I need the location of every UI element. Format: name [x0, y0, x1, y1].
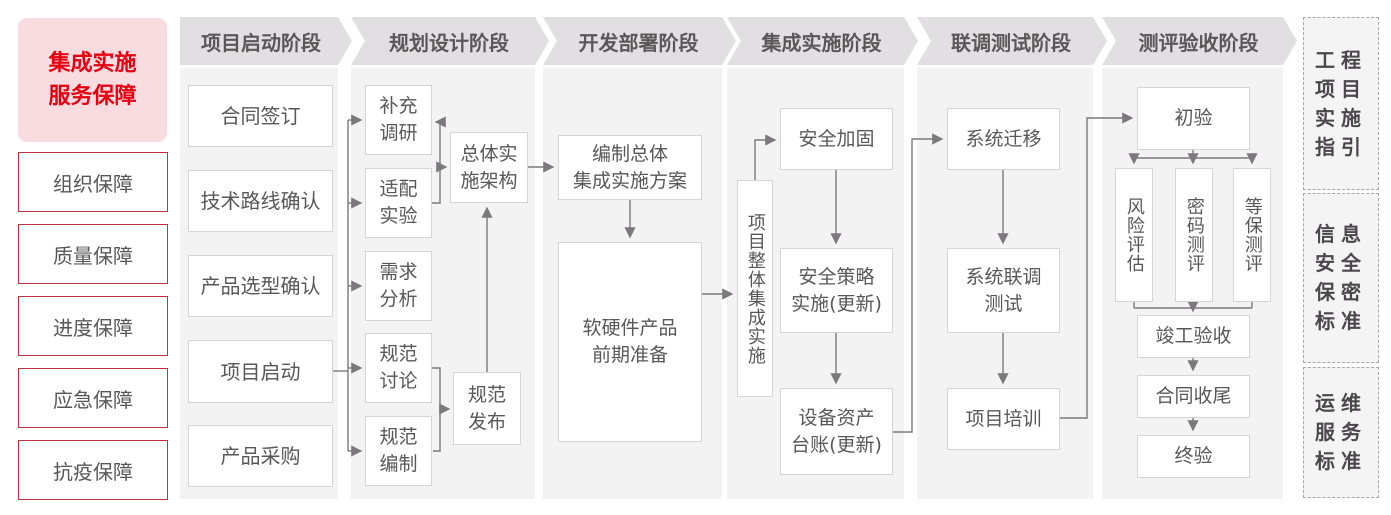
node-security-hardening: 安全加固 [780, 108, 893, 170]
node-requirement-analysis: 需求 分析 [365, 251, 432, 321]
phase-header-label: 联调测试阶段 [951, 30, 1071, 55]
sidebar-item-epidemic: 抗疫保障 [18, 440, 168, 500]
node-product-procurement: 产品采购 [188, 425, 333, 487]
node-completion-acceptance: 竣工验收 [1137, 315, 1250, 358]
node-contract-signing: 合同签订 [188, 85, 333, 147]
sidebar-item-quality: 质量保障 [18, 224, 168, 284]
phase-header-planning-design: 规划设计阶段 [351, 17, 549, 65]
phase-header-label: 集成实施阶段 [761, 30, 882, 55]
node-spec-release: 规范 发布 [453, 372, 521, 445]
phase-header-label: 测评验收阶段 [1138, 30, 1259, 55]
phase-header-joint-test: 联调测试阶段 [917, 17, 1107, 65]
node-overall-impl-architecture: 总体实 施架构 [450, 132, 528, 203]
sidebar-item-emergency: 应急保障 [18, 368, 168, 428]
node-product-selection-confirm: 产品选型确认 [188, 255, 333, 317]
standard-label: 运维服务标准 [1315, 391, 1367, 473]
phase-header-eval-acceptance: 测评验收阶段 [1102, 17, 1297, 65]
phase-header-label: 开发部署阶段 [578, 30, 699, 55]
standard-box-infosec-confidentiality: 信息安全保密标准 [1303, 193, 1379, 363]
phase-header-label: 规划设计阶段 [389, 30, 509, 55]
node-security-policy-impl: 安全策略 实施(更新) [780, 248, 893, 333]
phase-header-integration-impl: 集成实施阶段 [727, 17, 918, 65]
phase-header-project-kickoff: 项目启动阶段 [180, 17, 352, 65]
node-spec-compilation: 规范 编制 [365, 416, 432, 486]
standard-label: 工程项目实施指引 [1315, 47, 1367, 159]
phase-header-label: 项目启动阶段 [201, 30, 321, 55]
node-initial-acceptance: 初验 [1137, 87, 1250, 150]
node-supplementary-research: 补充 调研 [365, 85, 432, 155]
standard-box-engineering-guide: 工程项目实施指引 [1303, 17, 1379, 190]
sidebar-item-organization: 组织保障 [18, 152, 168, 212]
node-classified-protection-testing: 等保测评 [1233, 168, 1271, 302]
node-spec-discussion: 规范 讨论 [365, 333, 432, 403]
phase-header-dev-deploy: 开发部署阶段 [543, 17, 736, 65]
node-joint-debug-test: 系统联调 测试 [947, 248, 1060, 333]
node-asset-ledger: 设备资产 台账(更新) [780, 388, 893, 475]
node-crypto-testing: 密码测评 [1175, 168, 1213, 302]
node-overall-integration-impl: 项目整体集成实施 [737, 180, 773, 397]
sidebar-title: 集成实施 服务保障 [18, 18, 167, 142]
node-contract-closure: 合同收尾 [1137, 375, 1250, 418]
node-project-kickoff: 项目启动 [188, 340, 333, 403]
node-compile-overall-plan: 编制总体 集成实施方案 [558, 135, 702, 200]
standard-label: 信息安全保密标准 [1315, 222, 1367, 333]
node-final-acceptance: 终验 [1137, 435, 1250, 478]
node-adaptation-experiment: 适配 实验 [365, 168, 432, 238]
node-hw-sw-preparation: 软硬件产品 前期准备 [558, 242, 702, 442]
node-tech-route-confirm: 技术路线确认 [188, 170, 333, 232]
sidebar-item-schedule: 进度保障 [18, 296, 168, 356]
standard-box-ops-service: 运维服务标准 [1303, 367, 1379, 498]
node-project-training: 项目培训 [947, 388, 1060, 450]
node-system-migration: 系统迁移 [947, 108, 1060, 170]
node-risk-assessment: 风险评估 [1115, 168, 1153, 302]
